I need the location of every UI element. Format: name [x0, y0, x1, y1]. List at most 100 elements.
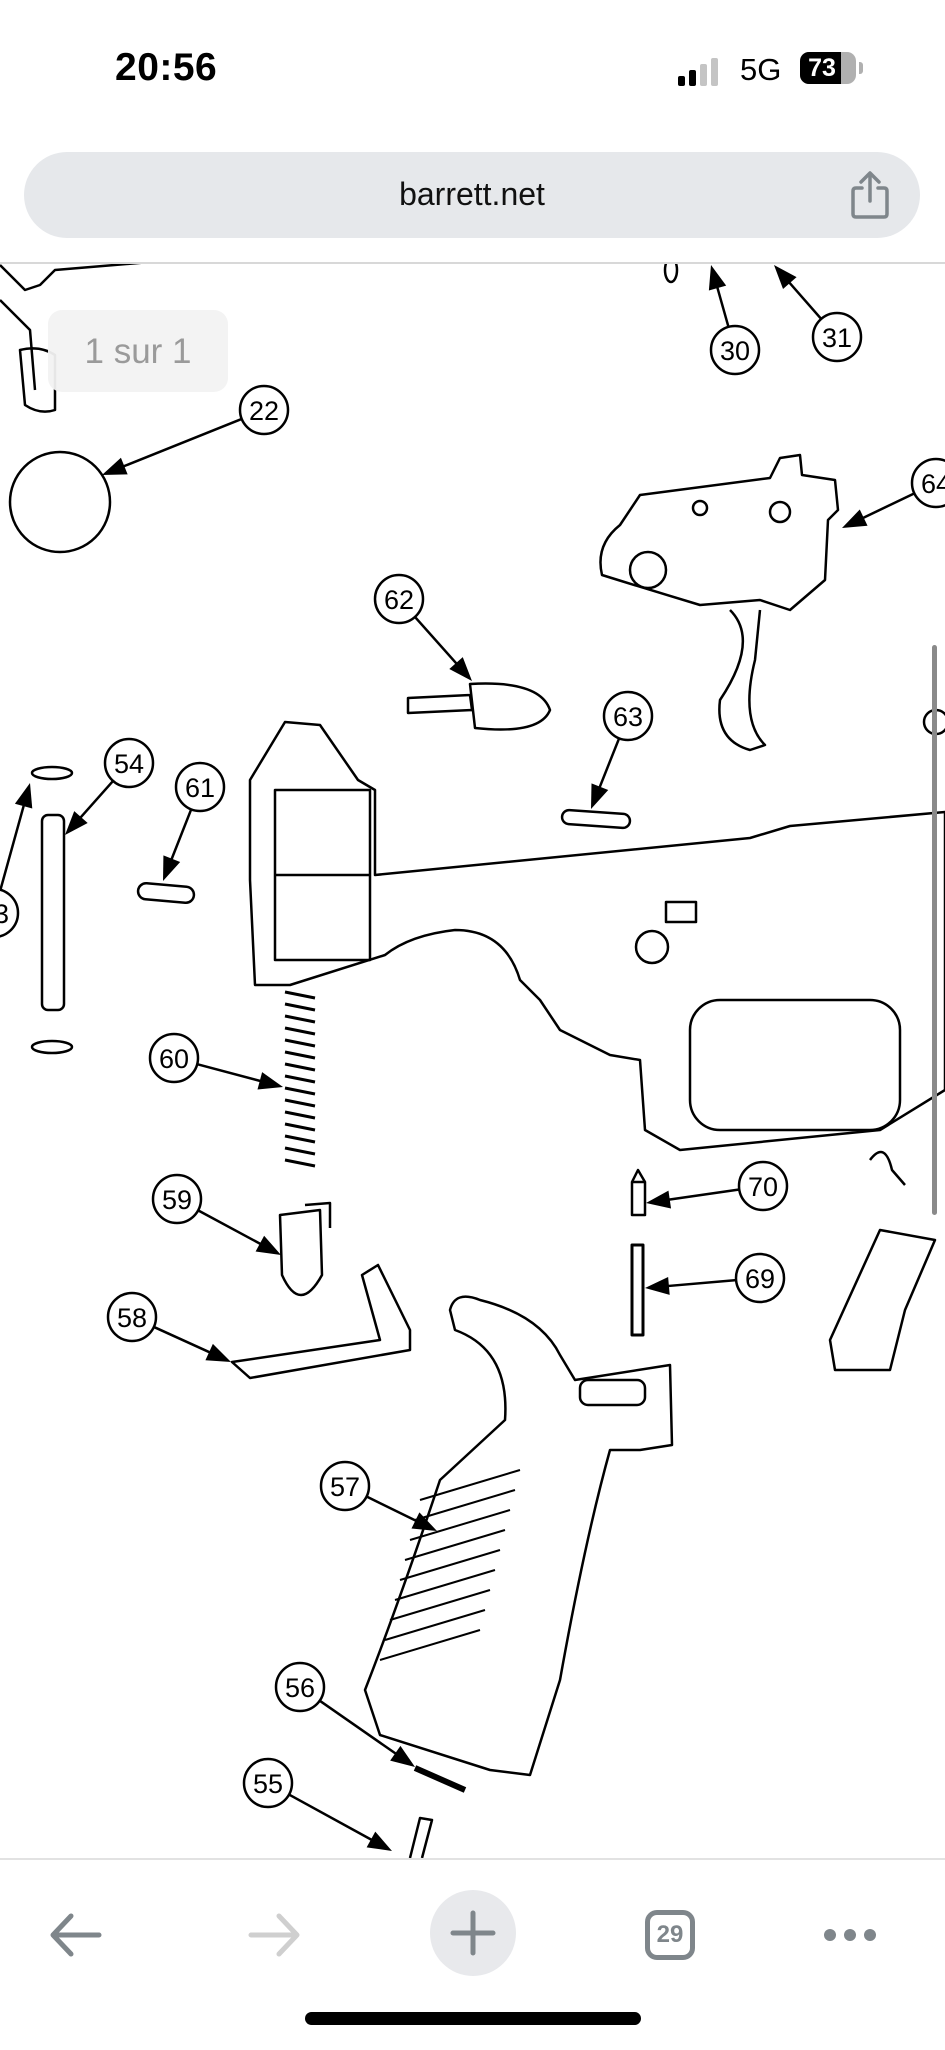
part-69-spring: [630, 1243, 645, 1337]
callout-label: 30: [720, 336, 750, 366]
leader-line: [714, 281, 730, 328]
browser-top-bar: barrett.net: [0, 140, 945, 264]
callout-label: 59: [162, 1185, 192, 1215]
tabs-icon: 29: [645, 1910, 695, 1960]
arrowhead: [255, 1235, 281, 1255]
scrollbar[interactable]: [932, 645, 937, 1215]
callout-label: 53: [0, 899, 9, 929]
new-tab-button[interactable]: [430, 1890, 516, 1976]
callout-layer: 3031226462635461536070596958575655: [0, 265, 945, 1851]
status-bar: 20:56 5G 73: [0, 0, 945, 140]
callout-22: 22: [102, 384, 290, 475]
callout-55: 55: [242, 1757, 392, 1851]
find-results-text: 1 sur 1: [84, 332, 192, 371]
callout-53: 53: [0, 783, 33, 938]
callout-circle: [737, 1160, 789, 1212]
callout-70: 70: [646, 1160, 789, 1212]
arrowhead: [708, 265, 727, 291]
part-lower-receiver: [248, 720, 945, 1152]
arrowhead: [65, 811, 88, 835]
leader-line: [153, 1325, 216, 1356]
arrowhead: [205, 1343, 231, 1362]
leader-line: [118, 417, 243, 470]
callout-circle: [174, 761, 226, 813]
leader-line: [662, 1278, 737, 1288]
callout-61: 61: [163, 761, 226, 881]
arrowhead: [842, 509, 868, 528]
callout-label: 31: [822, 323, 852, 353]
arrowhead: [774, 265, 797, 289]
leader-line: [76, 780, 114, 823]
part-59-plunger: [278, 1201, 332, 1297]
leader-line: [663, 1188, 740, 1202]
callout-label: 62: [384, 585, 414, 615]
part-22-disc: [8, 450, 112, 554]
callout-label: 56: [285, 1673, 315, 1703]
find-results-indicator: 1 sur 1: [48, 310, 228, 392]
arrowhead: [102, 457, 128, 475]
part-55-pin: [408, 1816, 434, 1859]
arrowhead: [257, 1072, 283, 1090]
callout-31: 31: [774, 265, 863, 363]
callout-60: 60: [148, 1032, 283, 1090]
part-58-lever: [230, 1263, 412, 1380]
callout-label: 22: [249, 396, 279, 426]
leader-line: [857, 492, 915, 522]
callout-54: 54: [65, 737, 155, 835]
callout-30: 30: [708, 265, 761, 376]
signal-icon: [678, 58, 718, 86]
part-64-trigger-group: [599, 453, 840, 752]
callout-circle: [709, 324, 761, 376]
part-receiver-block: [273, 788, 372, 962]
arrowhead: [390, 1745, 415, 1767]
leader-line: [318, 1699, 401, 1758]
part-62-pin: [406, 682, 552, 731]
part-56-screw: [413, 1765, 467, 1793]
network-type: 5G: [740, 52, 782, 87]
share-icon[interactable]: [848, 170, 892, 220]
part-61-pin: [136, 882, 196, 904]
part-70-detent: [630, 1168, 647, 1217]
home-indicator: [305, 2012, 641, 2025]
callout-circle: [373, 573, 425, 625]
leader-line: [414, 616, 461, 669]
callout-69: 69: [645, 1252, 786, 1304]
callout-56: 56: [274, 1661, 415, 1767]
callout-label: 70: [748, 1172, 778, 1202]
leader-line: [288, 1793, 377, 1844]
clock: 20:56: [115, 46, 218, 89]
arrowhead: [14, 783, 33, 809]
back-arrow-icon: [50, 1913, 102, 1957]
leader-line: [596, 737, 621, 793]
arrowhead: [163, 855, 181, 881]
leader-line: [196, 1062, 266, 1084]
callout-circle: [148, 1032, 200, 1084]
callout-circle: [602, 690, 654, 742]
forward-button[interactable]: [230, 1890, 320, 1980]
callout-label: 60: [159, 1044, 189, 1074]
callout-label: 55: [253, 1769, 283, 1799]
callout-circle: [238, 384, 290, 436]
callout-62: 62: [373, 573, 472, 681]
arrowhead: [366, 1831, 392, 1851]
tabs-button[interactable]: 29: [625, 1890, 715, 1980]
battery-percent: 73: [808, 54, 836, 82]
callout-circle: [274, 1661, 326, 1713]
more-icon: [824, 1929, 876, 1941]
part-54-pin: [40, 813, 66, 1012]
callout-label: 63: [613, 702, 643, 732]
back-button[interactable]: [30, 1890, 120, 1980]
leader-line: [168, 808, 193, 865]
callout-circle: [151, 1173, 203, 1225]
arrowhead: [591, 783, 609, 809]
arrowhead: [645, 1276, 670, 1295]
leader-line: [366, 1495, 422, 1525]
address-bar[interactable]: barrett.net: [24, 152, 920, 238]
callout-label: 57: [330, 1472, 360, 1502]
callout-63: 63: [591, 690, 654, 809]
more-button[interactable]: [805, 1890, 895, 1980]
url-text[interactable]: barrett.net: [399, 176, 545, 212]
callout-64: 64: [842, 457, 945, 528]
battery-icon: 73: [800, 52, 856, 84]
leader-line: [0, 800, 27, 891]
